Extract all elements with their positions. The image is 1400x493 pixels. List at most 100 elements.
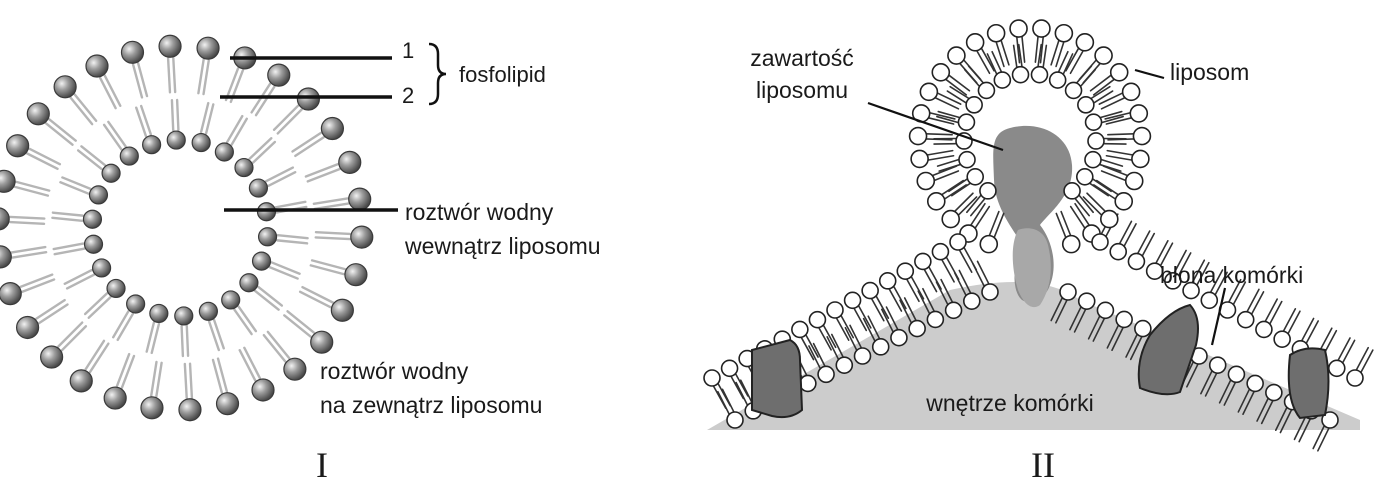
phospholipid-tail <box>1341 339 1356 365</box>
phospholipid-head <box>215 392 240 416</box>
phospholipid-tail <box>1260 399 1274 425</box>
phospholipid-tail <box>44 122 74 146</box>
phospholipid-tail <box>1123 223 1137 248</box>
label-cell-interior: wnętrze komórki <box>925 390 1093 416</box>
phospholipid-tail <box>301 285 335 304</box>
phospholipid-tail <box>735 381 749 407</box>
phospholipid-tail <box>145 321 156 353</box>
phospholipid-tail <box>63 268 93 285</box>
phospholipid-head <box>817 365 835 384</box>
phospholipid-tail <box>1089 182 1110 197</box>
phospholipid-tail <box>822 323 837 349</box>
phospholipid-tail <box>1062 53 1074 75</box>
phospholipid-head <box>15 315 40 340</box>
phospholipid-head <box>251 378 275 402</box>
phospholipid-tail <box>237 305 258 333</box>
membrane-protein-middle <box>1137 303 1199 396</box>
phospholipid-tail <box>212 318 225 350</box>
phospholipid-tail <box>13 185 50 197</box>
phospholipid-tail <box>936 92 962 105</box>
phospholipid-tail <box>116 312 135 342</box>
phospholipid-tail <box>1078 194 1094 214</box>
phospholipid-tail <box>928 111 956 120</box>
phospholipid-head <box>120 40 145 64</box>
phospholipid-tail <box>1055 212 1067 239</box>
phospholipid-tail <box>312 197 349 206</box>
phospholipid-tail <box>139 104 153 136</box>
phospholipid-tail <box>1111 326 1125 352</box>
phospholipid-head <box>1208 356 1227 374</box>
phospholipid-tail <box>1050 39 1060 66</box>
phospholipid-tail <box>804 333 819 358</box>
phospholipid-tail <box>948 178 968 193</box>
phospholipid-tail <box>313 202 350 211</box>
phospholipid-tail <box>899 299 913 325</box>
phospholipid-tail <box>905 277 920 303</box>
phospholipid-tail <box>1073 307 1087 333</box>
phospholipid-tail <box>283 314 312 338</box>
phospholipid-head <box>1321 411 1339 429</box>
phospholipid-head <box>1063 182 1081 200</box>
phospholipid-head <box>1054 23 1074 43</box>
phospholipid-head <box>126 294 146 314</box>
phospholipid-tail <box>1021 35 1026 63</box>
phospholipid-tail <box>1195 261 1210 287</box>
phospholipid-tail <box>1087 314 1101 340</box>
phospholipid-tail <box>1076 65 1093 84</box>
phospholipid-head <box>1134 319 1152 338</box>
phospholipid-head <box>69 369 93 393</box>
phospholipid-tail <box>808 345 822 370</box>
fusion-pore <box>1012 228 1051 308</box>
phospholipid-tail <box>1037 43 1043 68</box>
phospholipid-tail <box>224 67 240 102</box>
phospholipid-tail <box>1237 387 1251 413</box>
phospholipid-tail <box>729 374 745 400</box>
phospholipid-tail <box>944 78 968 96</box>
phospholipid-tail <box>69 96 94 126</box>
phospholipid-head <box>1077 292 1096 310</box>
phospholipid-head <box>1131 149 1150 169</box>
phospholipid-head <box>248 178 269 198</box>
phospholipid-tail <box>946 90 967 104</box>
phospholipid-tail <box>10 245 47 254</box>
phospholipid-tail <box>857 304 872 329</box>
phospholipid-head <box>1011 65 1030 84</box>
phospholipid-tail <box>940 278 954 304</box>
phospholipid-tail <box>835 316 850 341</box>
phospholipid-tail <box>1250 291 1265 316</box>
phospholipid-tail <box>51 211 84 217</box>
phospholipid-tail <box>88 342 110 374</box>
phospholipid-tail <box>207 320 221 352</box>
label-phospholipid: fosfolipid <box>459 62 546 87</box>
phospholipid-head <box>979 234 999 254</box>
phospholipid-tail <box>1069 305 1083 331</box>
phospholipid-head <box>1096 301 1115 320</box>
phospholipid-tail <box>19 273 54 289</box>
phospholipid-tail <box>298 290 332 309</box>
phospholipid-tail <box>1090 85 1111 100</box>
phospholipid-tail <box>975 49 991 75</box>
phospholipid-head <box>257 227 278 247</box>
phospholipid-tail <box>739 379 754 405</box>
phospholipid-head <box>853 347 872 365</box>
phospholipid-tail <box>1086 192 1107 213</box>
phospholipid-tail <box>251 140 277 164</box>
phospholipid-head <box>1115 310 1133 329</box>
phospholipid-tail <box>21 278 56 293</box>
label-content-line2: liposomu <box>756 77 848 103</box>
phospholipid-tail <box>98 76 117 110</box>
phospholipid-head <box>149 303 169 324</box>
phospholipid-tail <box>1200 369 1214 395</box>
phospholipid-tail <box>257 285 284 307</box>
phospholipid-tail <box>888 287 903 312</box>
label-content-line1: zawartość <box>750 45 854 71</box>
phospholipid-head <box>1129 104 1149 123</box>
phospholipid-head <box>878 272 897 290</box>
phospholipid-tail <box>1057 50 1069 73</box>
leader-line-liposome <box>1134 68 1165 80</box>
phospholipid-tail <box>233 308 253 336</box>
phospholipid-tail <box>1092 78 1116 96</box>
phospholipid-tail <box>253 289 280 311</box>
phospholipid-tail <box>721 388 735 414</box>
